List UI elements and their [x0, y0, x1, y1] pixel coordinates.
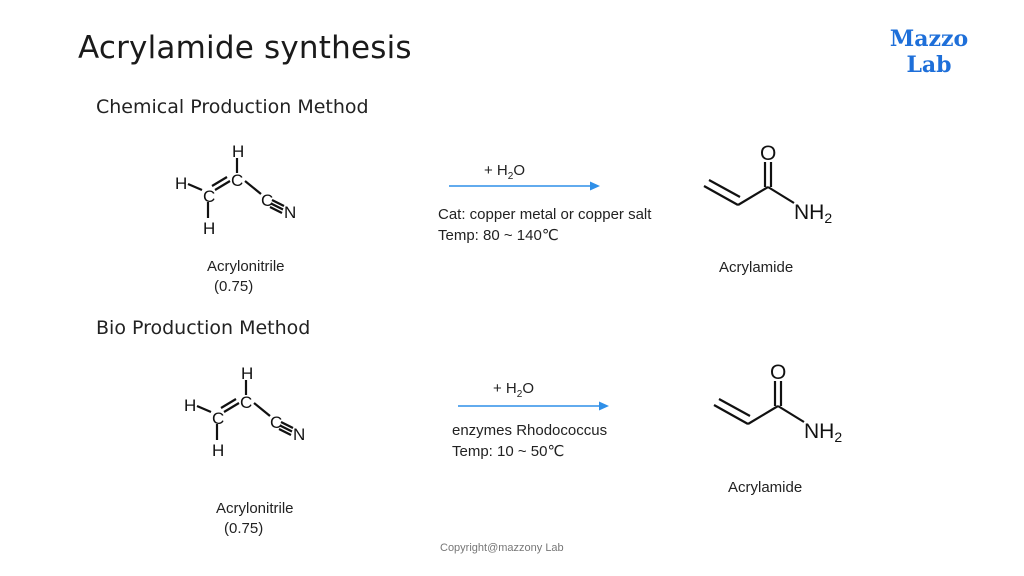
- atom-h: H: [212, 441, 224, 460]
- page-title: Acrylamide synthesis: [78, 30, 412, 66]
- catalyst-text: Cat: copper metal or copper salt: [438, 206, 652, 223]
- atom-c: C: [261, 191, 273, 210]
- atom-c: C: [240, 393, 252, 412]
- amine-group: NH2: [794, 201, 832, 224]
- reactant-label: Acrylonitrile: [216, 500, 294, 517]
- logo-line-2: Lab: [906, 52, 952, 78]
- section-title-chemical: Chemical Production Method: [96, 96, 369, 118]
- reactant-value: (0.75): [214, 278, 254, 295]
- enzyme-text: enzymes Rhodococcus: [452, 422, 608, 439]
- reagent-prefix: + H: [493, 380, 517, 397]
- reagent-water: + H2O: [493, 380, 534, 400]
- reagent-subscript: 2: [507, 171, 514, 182]
- atom-n: N: [284, 203, 296, 222]
- atom-o: O: [770, 361, 786, 384]
- reactant-label: Acrylonitrile: [207, 258, 285, 275]
- reaction-conditions: enzymes Rhodococcus Temp: 10 ~ 50℃: [452, 420, 607, 462]
- atom-c: C: [270, 413, 282, 432]
- reaction-arrow: [458, 401, 609, 411]
- temperature-text: Temp: 10 ~ 50℃: [452, 443, 565, 460]
- atom-h: H: [184, 396, 196, 415]
- atom-h: H: [232, 142, 244, 161]
- atom-h: H: [175, 174, 187, 193]
- reagent-prefix: + H: [484, 162, 508, 179]
- copyright-footer: Copyright@mazzony Lab: [440, 542, 564, 554]
- atom-h: H: [203, 219, 215, 238]
- atom-c: C: [203, 187, 215, 206]
- reagent-suffix: O: [522, 380, 534, 397]
- acrylonitrile-structure: H H C H C C N: [175, 142, 296, 238]
- atom-c: C: [231, 171, 243, 190]
- atom-o: O: [760, 142, 776, 165]
- temperature-text: Temp: 80 ~ 140℃: [438, 227, 559, 244]
- amine-group: NH2: [804, 420, 842, 443]
- section-title-bio: Bio Production Method: [96, 317, 311, 339]
- reagent-suffix: O: [513, 162, 525, 179]
- acrylonitrile-structure: H H C H C C N: [184, 364, 305, 460]
- acrylamide-structure: O NH2: [703, 142, 832, 224]
- atom-n: N: [293, 425, 305, 444]
- product-label: Acrylamide: [728, 479, 803, 496]
- atom-h: H: [241, 364, 253, 383]
- logo-line-1: Mazzo: [889, 26, 969, 52]
- product-label: Acrylamide: [719, 259, 794, 276]
- acrylamide-structure: O NH2: [713, 361, 842, 443]
- reaction-conditions: Cat: copper metal or copper salt Temp: 8…: [438, 204, 651, 246]
- reaction-arrow: [449, 181, 600, 191]
- atom-c: C: [212, 409, 224, 428]
- reagent-subscript: 2: [516, 389, 523, 400]
- reactant-value: (0.75): [224, 520, 264, 537]
- mazzo-lab-logo: Mazzo Lab: [880, 26, 978, 78]
- reagent-water: + H2O: [484, 162, 525, 182]
